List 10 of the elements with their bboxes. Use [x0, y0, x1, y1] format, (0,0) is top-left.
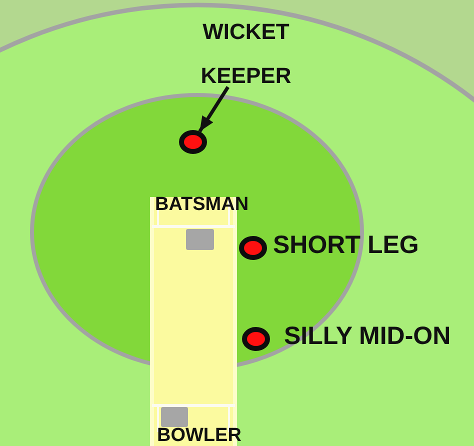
fielder-dot-icon [242, 326, 270, 350]
fielder-dot-icon [179, 130, 207, 154]
fielder-dot-icon [239, 236, 267, 260]
position-label: WICKET KEEPER [196, 10, 296, 87]
position-label: SHORT LEG [273, 233, 419, 258]
position-label: BOWLER [157, 426, 242, 445]
position-label: SILLY MID-ON [284, 324, 451, 349]
square-marker-icon [161, 407, 188, 427]
square-marker-icon [186, 229, 214, 250]
position-label: BATSMAN [155, 195, 249, 214]
